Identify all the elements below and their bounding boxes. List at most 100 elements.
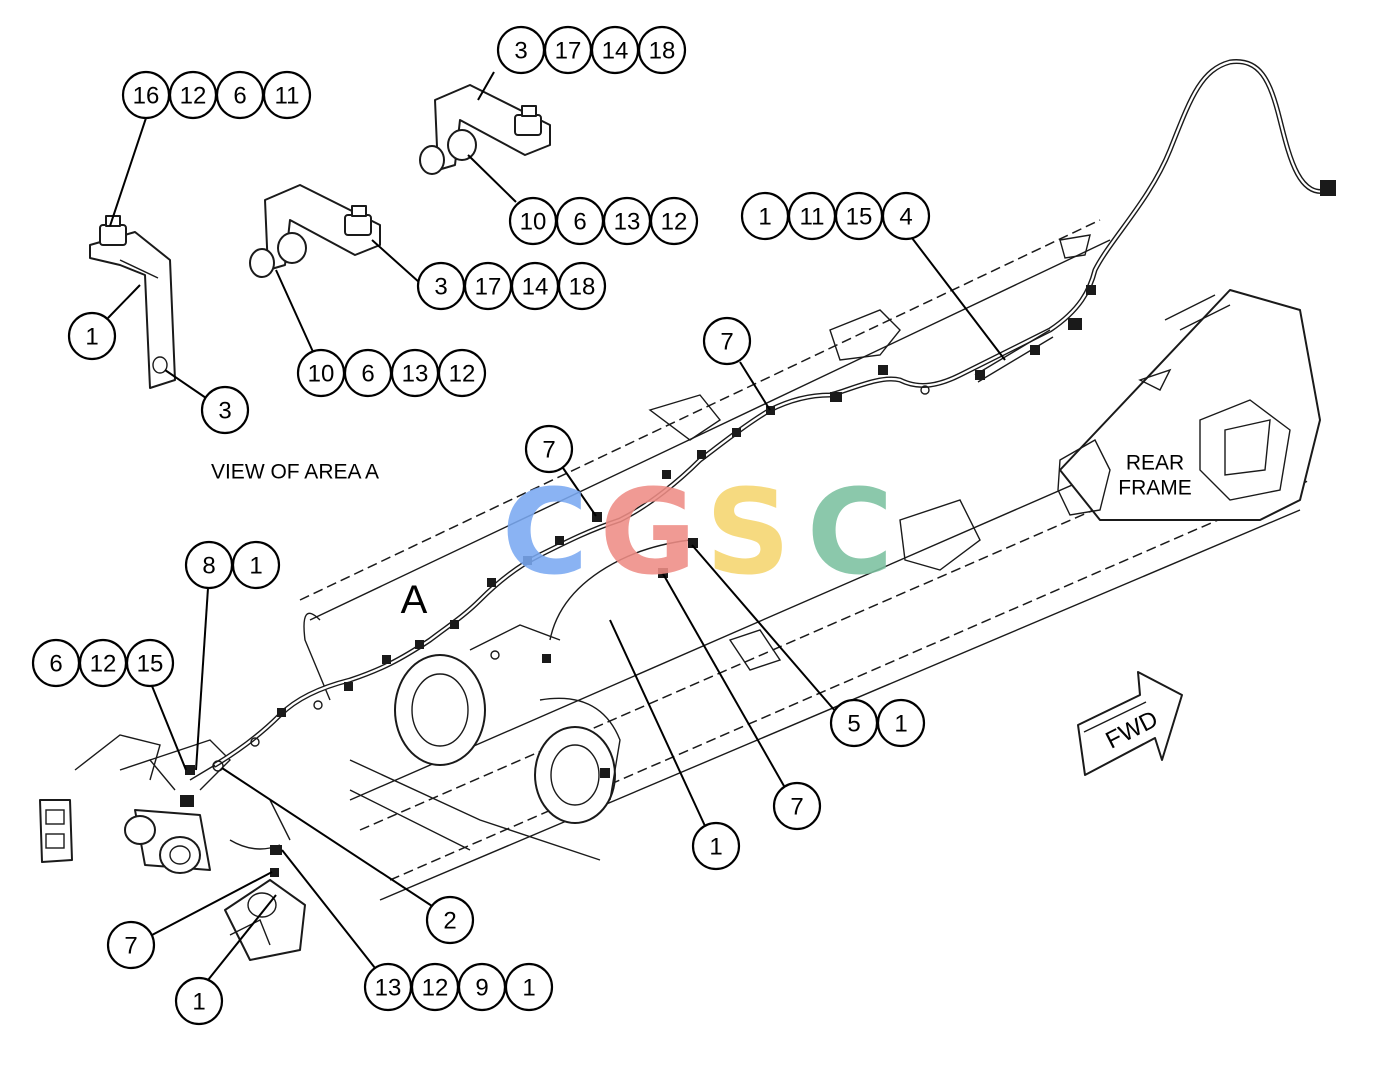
callout-balloon: 12 [437, 348, 487, 398]
callout-number: 1 [192, 989, 205, 1016]
callout-group: 3 [200, 385, 250, 435]
callout-balloon: 6 [343, 348, 393, 398]
callout-balloon: 4 [881, 191, 931, 241]
callout-number: 1 [758, 204, 771, 231]
callout-number: 4 [899, 204, 912, 231]
hose-line-drawing [180, 59, 1336, 877]
callout-balloon: 6 [555, 196, 605, 246]
callout-balloon: 18 [637, 25, 687, 75]
callout-balloon: 10 [296, 348, 346, 398]
callout-balloon: 11 [262, 70, 312, 120]
callout-balloon: 17 [543, 25, 593, 75]
callout-group: 7 [702, 316, 752, 366]
callout-group: 3 17 14 18 [496, 25, 687, 75]
area-label: A [401, 578, 428, 622]
callout-balloon: 12 [168, 70, 218, 120]
callout-circle [876, 698, 926, 748]
bracket-detail-left [89, 215, 176, 389]
callout-circle [649, 196, 699, 246]
callout-group: 10 6 13 12 [296, 348, 487, 398]
callout-group: 7 [106, 920, 156, 970]
callout-balloon: 7 [772, 781, 822, 831]
callout-balloon: 3 [200, 385, 250, 435]
callout-balloon: 1 [174, 976, 224, 1026]
callout-number: 6 [361, 361, 374, 388]
callout-group: 7 [524, 424, 574, 474]
callout-balloon: 14 [590, 25, 640, 75]
callout-number: 12 [90, 651, 117, 678]
callout-group: 2 [425, 895, 475, 945]
callout-balloon: 16 [121, 70, 171, 120]
callout-number: 1 [249, 553, 262, 580]
callout-balloon: 3 [416, 261, 466, 311]
callout-number: 3 [514, 38, 527, 65]
callout-number: 1 [522, 975, 535, 1002]
callout-number: 17 [475, 274, 502, 301]
callout-balloon: 3 [496, 25, 546, 75]
callout-number: 15 [846, 204, 873, 231]
machine-frame-drawing [39, 219, 1321, 961]
callout-number: 12 [449, 361, 476, 388]
callout-circle [262, 70, 312, 120]
callout-number: 8 [202, 553, 215, 580]
callout-number: 16 [133, 83, 160, 110]
callout-circle [637, 25, 687, 75]
watermark-letter-2: G [600, 463, 697, 601]
callout-number: 1 [85, 324, 98, 351]
callout-balloon: 1 [504, 962, 554, 1012]
callout-balloon: 7 [106, 920, 156, 970]
callout-balloon: 6 [215, 70, 265, 120]
callout-circle [425, 895, 475, 945]
callout-balloon: 1 [740, 191, 790, 241]
callout-balloon: 17 [463, 261, 513, 311]
callout-circle [524, 424, 574, 474]
forward-arrow-icon: FWD [1077, 671, 1183, 776]
callout-balloon: 9 [457, 962, 507, 1012]
callout-balloon: 1 [691, 821, 741, 871]
callout-number: 7 [720, 329, 733, 356]
callout-circle [200, 385, 250, 435]
bracket-detail-top [419, 84, 551, 175]
callout-number: 14 [522, 274, 549, 301]
callout-balloon: 15 [125, 638, 175, 688]
callout-balloon: 12 [649, 196, 699, 246]
callout-circle [772, 781, 822, 831]
callout-circle [702, 316, 752, 366]
callout-number: 13 [402, 361, 429, 388]
callout-number: 18 [649, 38, 676, 65]
watermark-logo: C G S C [502, 463, 894, 601]
callout-balloon: 7 [524, 424, 574, 474]
callout-number: 1 [709, 834, 722, 861]
callout-circle [691, 821, 741, 871]
callout-number: 3 [218, 398, 231, 425]
callout-circle [174, 976, 224, 1026]
callout-number: 13 [614, 209, 641, 236]
callout-balloon: 2 [425, 895, 475, 945]
callout-balloon: 13 [602, 196, 652, 246]
callout-number: 7 [542, 437, 555, 464]
frame-label-line2: FRAME [1118, 477, 1192, 500]
callout-circle [881, 191, 931, 241]
callout-number: 11 [800, 204, 825, 231]
callout-number: 5 [847, 711, 860, 738]
callout-circle [557, 261, 607, 311]
callout-number: 15 [137, 651, 164, 678]
callout-number: 14 [602, 38, 629, 65]
callout-number: 9 [475, 975, 488, 1002]
watermark-letter-1: C [502, 463, 589, 601]
callout-balloon: 11 [787, 191, 837, 241]
bracket-detail-middle [249, 184, 381, 278]
leader-lines [107, 71, 1006, 981]
view-title: VIEW OF AREA A [211, 461, 379, 484]
watermark-letter-4: C [807, 463, 894, 601]
callout-number: 10 [308, 361, 335, 388]
